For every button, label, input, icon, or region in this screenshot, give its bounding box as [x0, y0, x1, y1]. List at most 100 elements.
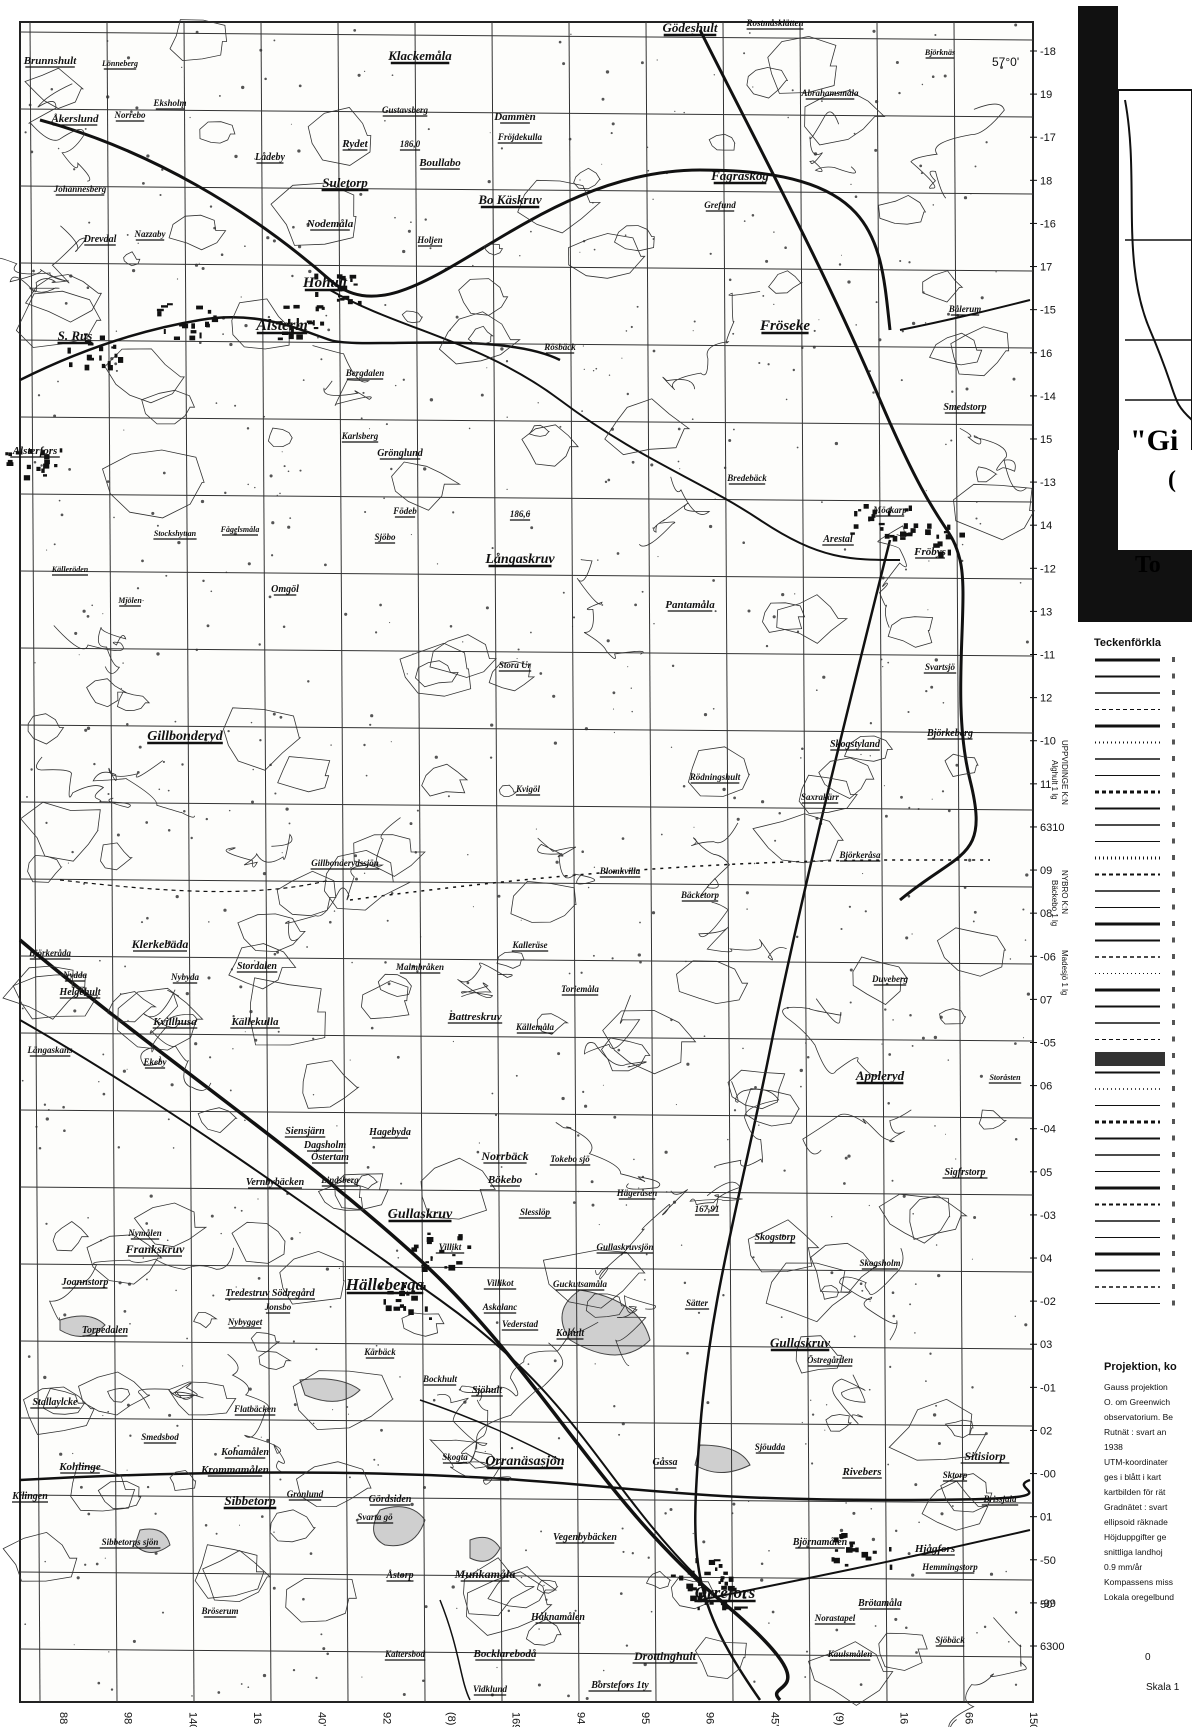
building [865, 1556, 872, 1561]
terrain-dot [360, 417, 363, 420]
terrain-dot [285, 807, 289, 811]
terrain-dot [537, 1683, 541, 1687]
right-tick-label: -13 [1040, 477, 1056, 489]
terrain-dot [947, 312, 950, 316]
place-label: Sjöbo [374, 532, 396, 542]
contour-line [140, 989, 198, 1067]
place-label: Källekulla [230, 1016, 279, 1028]
right-tick-label: 05 [1040, 1167, 1052, 1179]
building [15, 451, 23, 455]
terrain-dot [610, 132, 613, 135]
terrain-dot [57, 147, 60, 150]
legend-key-mark [1172, 954, 1175, 959]
terrain-dot [1014, 1315, 1016, 1317]
contour-ring [936, 927, 1007, 977]
terrain-dot [402, 1693, 406, 1696]
terrain-dot [965, 387, 969, 391]
terrain-dot [702, 1540, 706, 1544]
terrain-dot [208, 921, 210, 923]
terrain-dot [363, 872, 366, 874]
terrain-dot [680, 1244, 683, 1246]
terrain-dot [727, 1138, 729, 1141]
terrain-dot [557, 1437, 561, 1440]
terrain-dot [269, 474, 273, 478]
terrain-dot [312, 1422, 315, 1425]
terrain-dot [273, 39, 276, 42]
contour-ring [2, 1531, 78, 1582]
terrain-dot [1014, 1138, 1018, 1141]
terrain-dot [664, 1150, 668, 1154]
projection-note-line: 1938 [1104, 1442, 1123, 1452]
terrain-dot [320, 1633, 323, 1636]
contour-ring [377, 973, 412, 997]
terrain-dot [209, 205, 213, 208]
building [156, 308, 164, 312]
terrain-dot [928, 560, 930, 562]
terrain-dot [254, 486, 256, 489]
building [703, 1588, 706, 1594]
terrain-dot [617, 1048, 621, 1052]
terrain-dot [288, 822, 291, 825]
contour-ring [27, 713, 65, 745]
terrain-dot [907, 1552, 911, 1556]
building [704, 1571, 711, 1576]
terrain-dot [252, 768, 254, 771]
right-tick-label: 18 [1040, 175, 1052, 187]
terrain-dot [346, 1406, 349, 1408]
contour-ring [276, 870, 337, 917]
terrain-dot [868, 1388, 871, 1391]
terrain-dot [467, 854, 469, 856]
place-label: Kohlinge [58, 1461, 101, 1473]
building [403, 1306, 407, 1311]
legend-key-mark [1172, 1119, 1175, 1124]
terrain-dot [355, 877, 358, 881]
bottom-tick-label: 96 [704, 1712, 716, 1724]
terrain-dot [50, 88, 54, 91]
terrain-dot [592, 954, 595, 957]
terrain-dot [40, 464, 43, 467]
terrain-dot [882, 666, 884, 668]
place-label: Pantamåla [665, 599, 715, 611]
building [347, 299, 353, 305]
contour-ring [878, 1632, 928, 1671]
building [399, 1304, 404, 1308]
place-label: Vegenbybäcken [553, 1532, 617, 1543]
terrain-dot [583, 368, 585, 371]
terrain-dot [553, 741, 558, 745]
place-label: Alsterfors [12, 445, 58, 457]
terrain-dot [1025, 873, 1029, 877]
place-label: Sjöbäck [935, 1635, 965, 1645]
bottom-tick-label: 94 [574, 1712, 586, 1724]
legend-key-mark [1172, 1168, 1175, 1174]
contour-line [555, 1122, 661, 1190]
building [457, 1236, 463, 1241]
bottom-tick-label: 1500 [1027, 1712, 1039, 1727]
building [927, 523, 932, 529]
contour-ring [70, 1464, 136, 1512]
contour-ring [808, 1641, 894, 1706]
legend-key-mark [1172, 1135, 1175, 1141]
terrain-dot [889, 1365, 892, 1368]
building [448, 1264, 456, 1271]
legend-key-mark [1172, 855, 1175, 860]
terrain-dot [333, 910, 336, 912]
terrain-dot [930, 685, 934, 689]
terrain-dot [329, 1305, 332, 1308]
terrain-dot [385, 423, 388, 426]
building [161, 305, 168, 308]
contour-ring [825, 1414, 852, 1432]
right-tick-label: -10 [1040, 736, 1056, 748]
terrain-dot [921, 83, 924, 86]
contour-ring [601, 1037, 651, 1072]
building [697, 1606, 700, 1611]
building [905, 532, 913, 537]
place-label: S. Rus [58, 328, 93, 343]
contour-ring [727, 1069, 786, 1110]
terrain-dot [652, 198, 654, 200]
right-tick-label: 19 [1040, 89, 1052, 101]
terrain-dot [940, 1512, 944, 1516]
right-tick-label: -12 [1040, 563, 1056, 575]
terrain-dot [455, 315, 459, 319]
terrain-dot [747, 609, 751, 613]
terrain-dot [900, 795, 903, 799]
